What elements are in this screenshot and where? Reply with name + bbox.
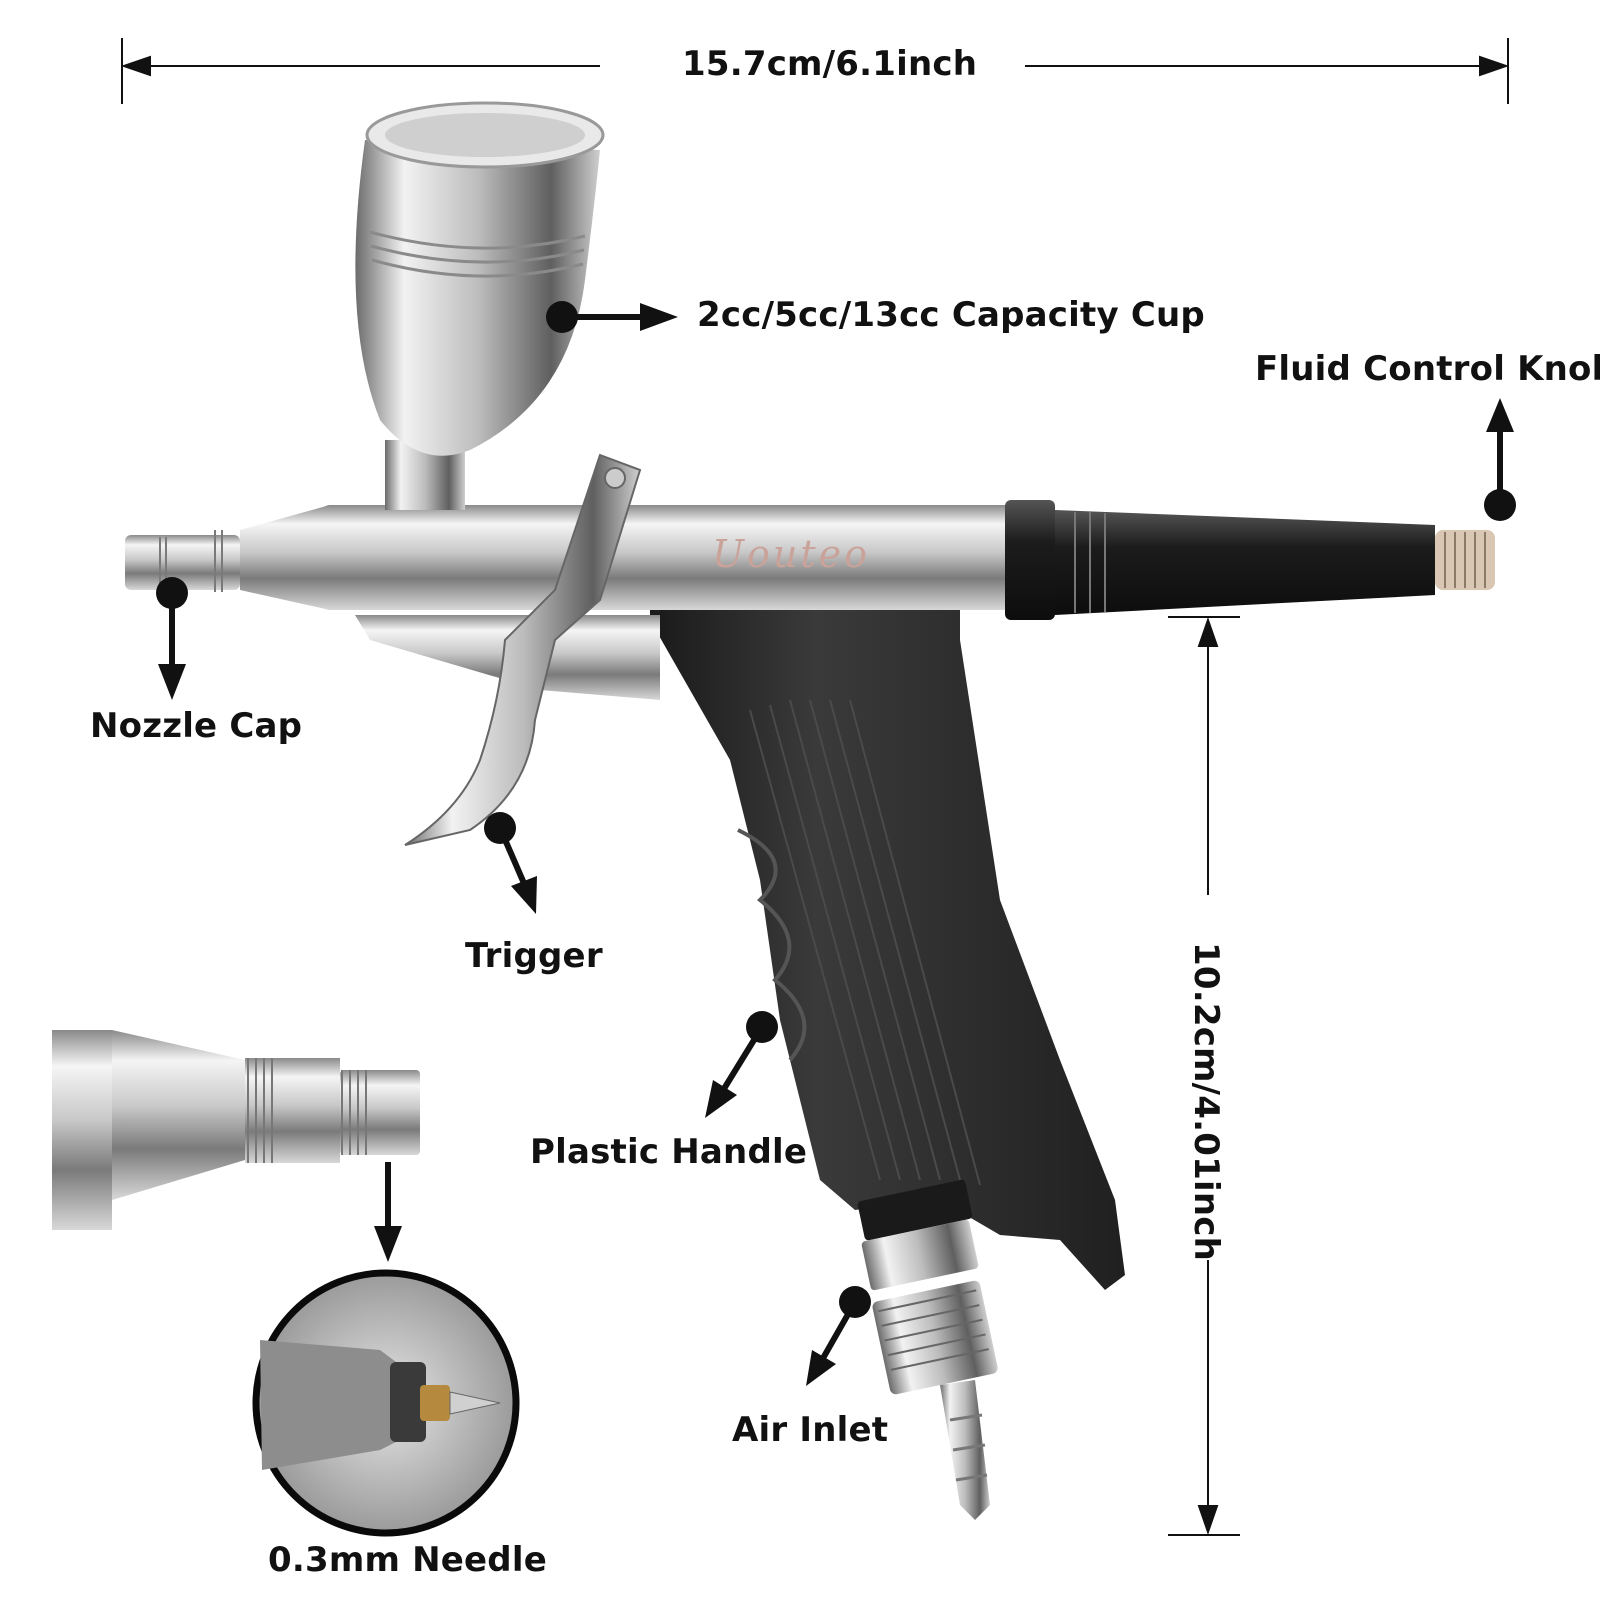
nozzle-closeup: [52, 1030, 420, 1230]
height-dimension-line: [1168, 616, 1240, 1536]
needle-circle-inset: [252, 1269, 520, 1537]
height-dimension-label: 10.2cm/4.01inch: [1186, 942, 1226, 1261]
air-inlet-fitting: [857, 1179, 998, 1520]
cup-label: 2cc/5cc/13cc Capacity Cup: [697, 295, 1205, 335]
brand-logo-text: Uouteo: [712, 532, 871, 576]
callout-pointers: [156, 301, 1516, 1386]
needle-label: 0.3mm Needle: [268, 1540, 547, 1580]
airbrush-barrel: [125, 500, 1495, 620]
capacity-cup: [355, 101, 605, 510]
width-dimension-label: 15.7cm/6.1inch: [682, 44, 978, 84]
air-inlet-label: Air Inlet: [732, 1410, 889, 1450]
fluid-knob-label: Fluid Control Knob: [1255, 349, 1600, 389]
width-dimension-line: [120, 38, 1510, 104]
plastic-handle: [650, 575, 1125, 1290]
nozzle-cap: [125, 535, 240, 590]
handle-label: Plastic Handle: [530, 1132, 808, 1172]
trigger-label: Trigger: [465, 936, 603, 976]
trigger-part: [404, 453, 642, 846]
nozzle-cap-label: Nozzle Cap: [90, 706, 303, 746]
